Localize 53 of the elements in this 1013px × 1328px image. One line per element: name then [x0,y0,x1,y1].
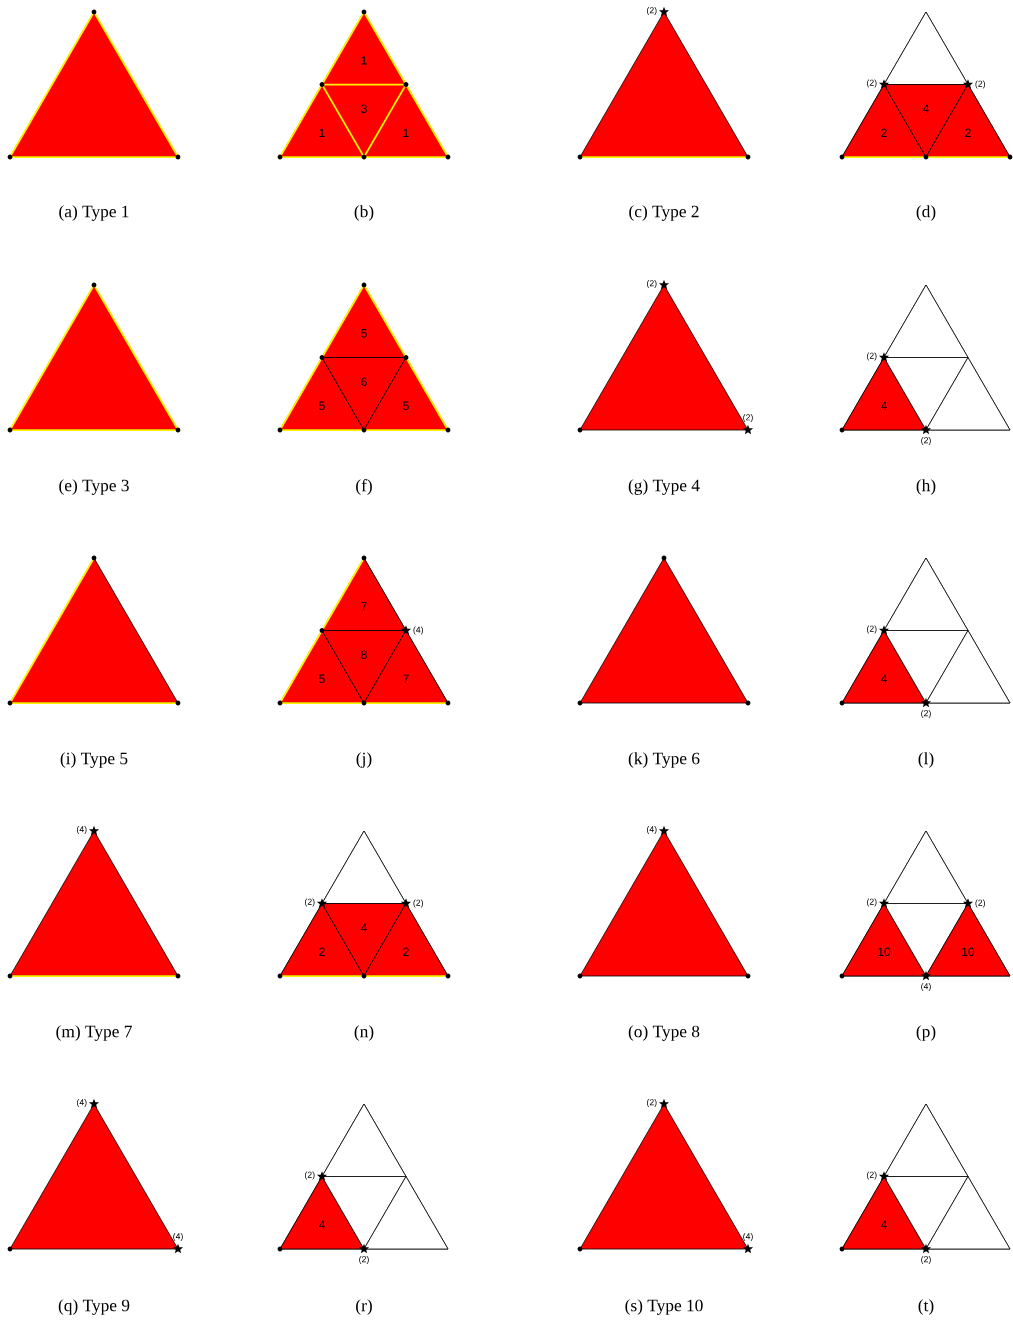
multiplicity-label: (4) [921,982,931,991]
sub-triangle [883,830,969,904]
multiplicity-label: (2) [743,414,753,423]
multiplicity-label: (2) [647,280,657,289]
panel-label: (n) [354,1025,374,1041]
multiplicity-label: (2) [647,1099,657,1108]
multiplicity-label: (4) [743,1233,753,1242]
panel-label: (f) [356,479,372,495]
sub-triangle [925,630,1011,704]
sub-triangle: 5 [321,284,407,358]
multiplicity-label: (2) [921,709,931,718]
panel-label: (t) [918,1299,934,1315]
panel-label: (s) Type 10 [625,1299,703,1315]
panel-label: (l) [918,752,934,768]
panel-label: (d) [916,205,936,221]
sub-triangle [925,1176,1011,1250]
sub-triangle [321,1103,407,1177]
sub-triangle [883,357,969,431]
sub-triangle [321,1176,407,1250]
sub-triangle [883,284,969,358]
multiplicity-label: (4) [173,1233,183,1242]
sub-triangle: 1 [321,11,407,85]
panel-label: (o) Type 8 [628,1025,700,1041]
sub-triangle [883,557,969,631]
panel-label: (e) Type 3 [59,479,129,495]
panel-label: (k) Type 6 [628,752,700,768]
panel-label: (a) Type 1 [59,205,129,221]
multiplicity-label: (2) [647,7,657,16]
panel-label: (j) [356,752,372,768]
node-label: 2 [965,128,971,137]
panel-label: (m) Type 7 [56,1025,132,1041]
sub-triangle [883,630,969,704]
multiplicity-label: (2) [921,1255,931,1264]
sub-triangle [321,830,407,904]
sub-triangle [883,11,969,85]
panel-label: (c) Type 2 [629,205,699,221]
multiplicity-label: (4) [77,1099,87,1108]
sub-triangle [363,1176,449,1250]
multiplicity-label: (4) [647,826,657,835]
sub-triangle [925,357,1011,431]
sub-triangle: 7 [321,557,407,631]
panel-label: (q) Type 9 [58,1299,130,1315]
panel-label: (p) [916,1025,936,1041]
panel-label: (i) Type 5 [60,752,128,768]
multiplicity-label: (2) [359,1255,369,1264]
panel-label: (h) [916,479,936,495]
panel-label: (g) Type 4 [628,479,700,495]
multiplicity-label: (4) [77,826,87,835]
panel-label: (b) [354,205,374,221]
panel-label: (r) [356,1299,372,1315]
sub-triangle [883,1103,969,1177]
sub-triangle [883,1176,969,1250]
multiplicity-label: (2) [921,436,931,445]
